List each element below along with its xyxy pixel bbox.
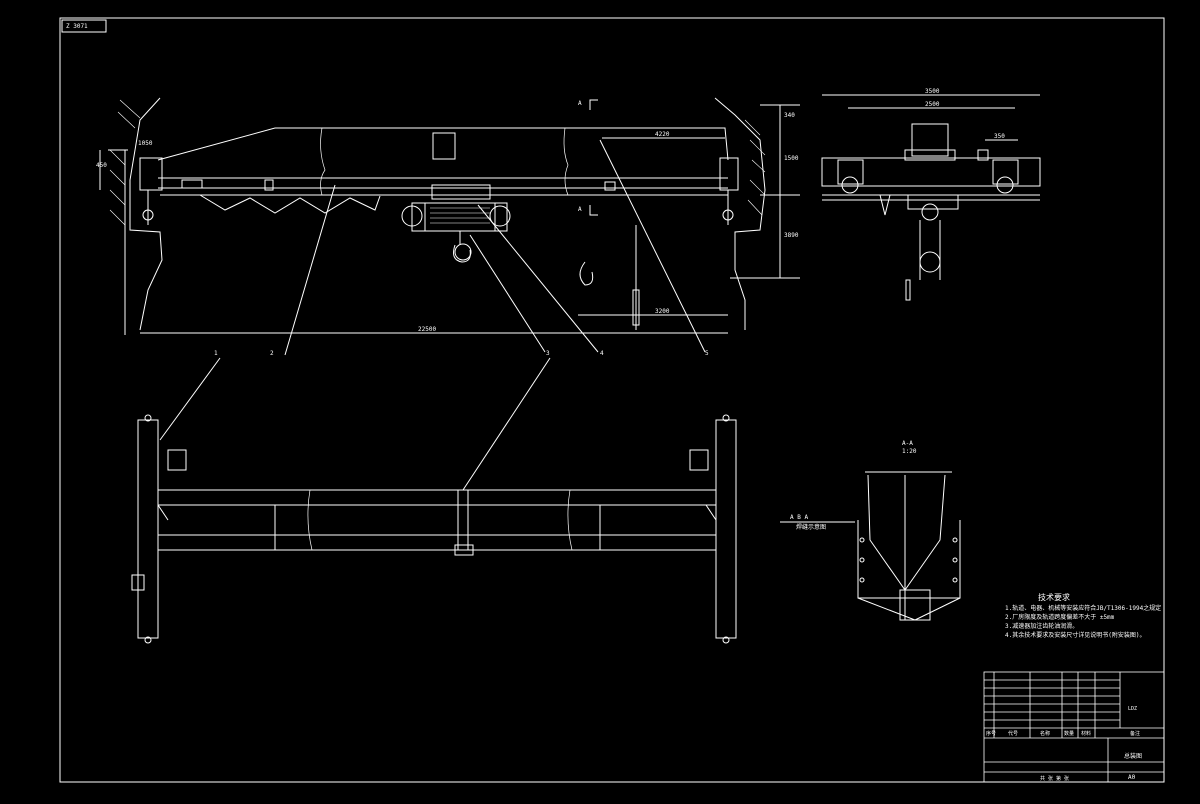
hook: [453, 231, 471, 263]
right-end-carriage: [719, 157, 739, 191]
tbl-h-5: 备注: [1130, 731, 1141, 737]
dim-trolley-run: 3200: [655, 308, 670, 315]
callout-2: 2: [270, 350, 274, 357]
tbl-h-2: 名称: [1040, 731, 1051, 737]
tech-req-item-4: 4.其余技术要求及安装尺寸详见说明书(附安装图)。: [1005, 632, 1146, 639]
tbl-h-3: 数量: [1064, 731, 1075, 737]
tech-req-item-2: 2.厂房限度及轨道跨度偏差不大于 ±5mm: [1005, 614, 1115, 621]
drawing-name: 总装图: [1124, 753, 1143, 760]
side-view: [821, 94, 1041, 301]
tech-req-item-3: 3.减速器加注齿轮油润滑。: [1005, 623, 1079, 630]
tbl-h-4: 材料: [1081, 731, 1092, 737]
section-scale: 1:20: [902, 448, 917, 455]
section-marker-bottom: A: [578, 206, 582, 213]
hook-alt: [579, 261, 594, 286]
plan-left-end: [137, 419, 159, 639]
dim-vert-3: 3890: [784, 232, 799, 239]
dim-side-inner: 2500: [925, 101, 940, 108]
dim-side-small: 350: [994, 133, 1005, 140]
tbl-footer: 共 张 第 张: [1040, 776, 1070, 782]
girder-top: [157, 127, 729, 161]
dim-vert-2: 1500: [784, 155, 799, 162]
hoist-controller: [432, 132, 456, 160]
dim-right-upper: 4220: [655, 131, 670, 138]
dim-vert-1: 340: [784, 112, 795, 119]
side-hoist-body: [911, 123, 949, 157]
front-elevation: [99, 97, 800, 356]
tbl-h-0: 序号: [986, 731, 997, 737]
plan-right-end: [715, 419, 737, 639]
callout-4: 4: [600, 350, 604, 357]
section-title: A-A: [902, 440, 913, 447]
right-wall-outline: [714, 97, 766, 330]
dim-side-overall: 3500: [925, 88, 940, 95]
dim-top-left-1: 1050: [138, 140, 153, 147]
dim-top-left-2: 450: [96, 162, 107, 169]
page-number: A0: [1128, 774, 1136, 781]
callout-5: 5: [705, 350, 709, 357]
weld-symbols: A B A: [790, 514, 809, 521]
section-marker-top: A: [578, 100, 582, 107]
tbl-org: LDZ: [1128, 706, 1138, 712]
weld-note: 焊缝示意图: [796, 524, 827, 531]
sheet-border: [59, 17, 1165, 783]
corner-tag-box: [61, 19, 107, 33]
section-box: [867, 474, 946, 591]
tech-req-title: 技术要求: [1038, 593, 1070, 602]
callout-1: 1: [214, 350, 218, 357]
dim-span-main: 22500: [418, 326, 437, 333]
hoist-drum: [411, 202, 508, 232]
plan-view: [131, 357, 737, 644]
corner-tag: Z 3071: [66, 23, 88, 30]
tbl-h-1: 代号: [1008, 731, 1019, 737]
title-block: [983, 671, 1165, 783]
left-wall-outline: [129, 97, 163, 331]
callout-3: 3: [546, 350, 550, 357]
side-end-beam: [821, 157, 1041, 187]
section-a-a: [780, 471, 961, 621]
plan-girder: [157, 489, 717, 551]
left-end-carriage: [139, 157, 163, 191]
girder-webs: [199, 194, 381, 214]
tech-req-item-1: 1.轨道、电器、机械等安装应符合JB/T1306-1994之规定: [1005, 605, 1162, 612]
trolley-frame: [431, 184, 491, 200]
